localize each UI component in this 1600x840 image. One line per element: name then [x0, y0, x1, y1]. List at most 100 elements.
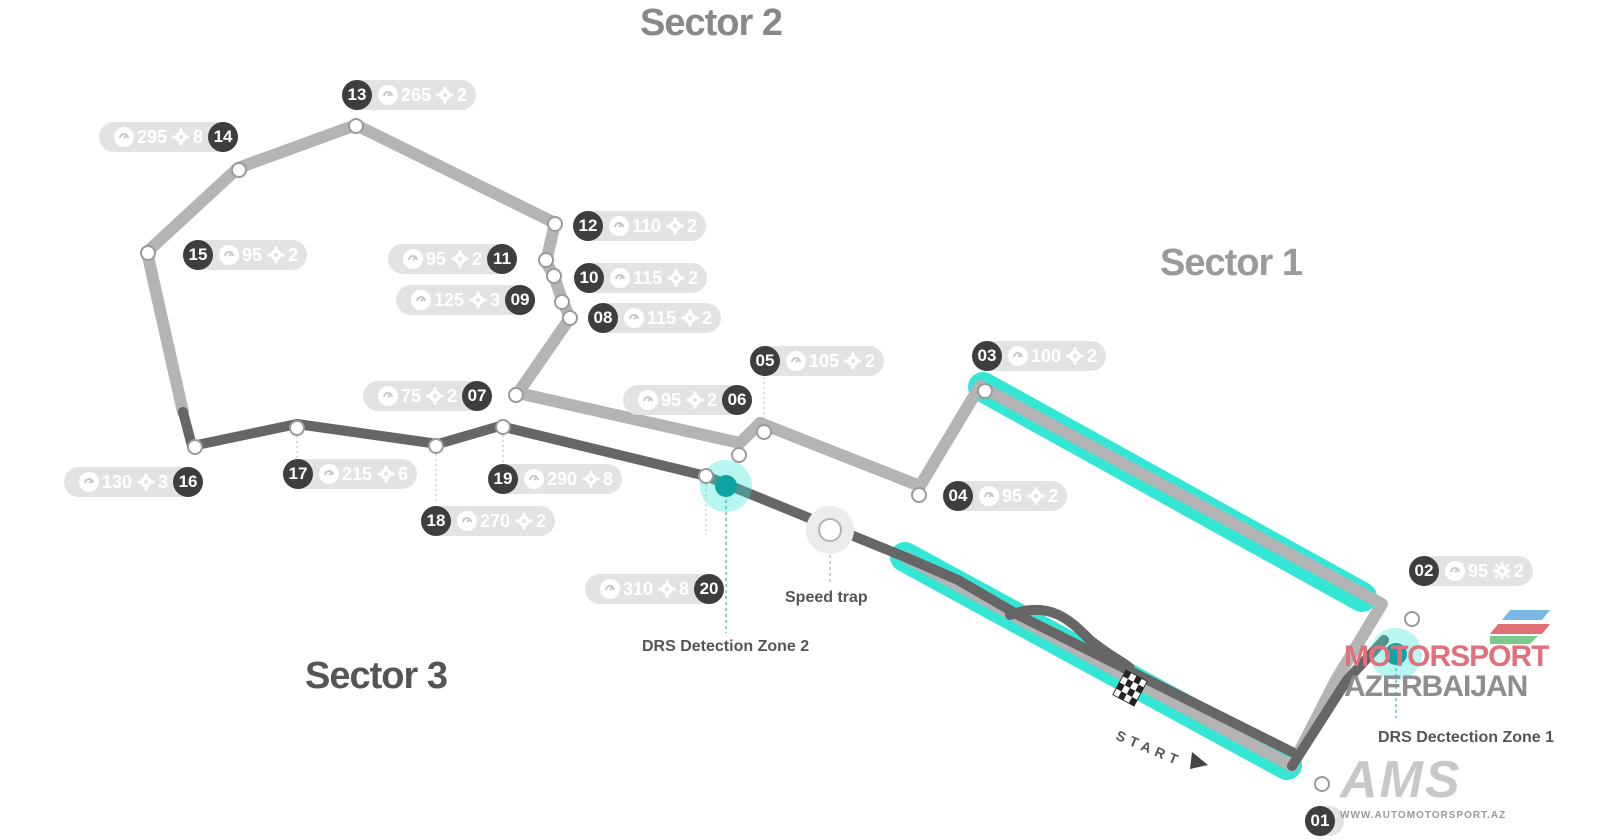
turn-number: 10 [574, 263, 604, 293]
turn-12-label: 12 110 2 [573, 211, 707, 241]
speed-icon [114, 127, 134, 147]
turn-number: 14 [208, 122, 239, 152]
turn-19-label: 19 290 8 [488, 464, 623, 494]
turn-number: 02 [1409, 556, 1439, 586]
motorsport-azerbaijan-logo: MOTORSPORT AZERBAIJAN AMS WWW.AUTOMOTORS… [1340, 610, 1590, 835]
turn-gear: 2 [457, 84, 468, 105]
speed-icon [1445, 561, 1465, 581]
speed-icon [378, 386, 398, 406]
speed-icon [378, 85, 398, 105]
logo-line-1: MOTORSPORT [1344, 640, 1549, 673]
gear-icon [451, 250, 469, 268]
drs-detection-zone-1-caption: DRS Dectection Zone 1 [1378, 729, 1555, 746]
turn-number: 08 [588, 303, 618, 333]
turn-number: 09 [505, 285, 536, 315]
checkered-flag-icon [1112, 669, 1148, 707]
turn-speed: 95 [242, 244, 263, 265]
turn-06-label: 95 2 06 [623, 385, 753, 415]
turn-number: 18 [421, 506, 451, 536]
turn-gear: 2 [1087, 345, 1098, 366]
turn-gear: 8 [603, 468, 614, 489]
turn-gear: 2 [687, 215, 698, 236]
gear-icon [377, 465, 395, 483]
turn-09-label: 125 3 09 [396, 285, 536, 315]
turn-number: 19 [488, 464, 518, 494]
turn-20-label: 310 8 20 [585, 574, 725, 604]
turn-number: 01 [1305, 806, 1335, 836]
turn-number: 16 [173, 467, 204, 497]
turn-gear: 2 [288, 244, 299, 265]
turn-01-label: 01 [1305, 806, 1344, 836]
speed-icon [600, 579, 620, 599]
turn-number: 07 [462, 381, 493, 411]
turn-18-label: 18 270 2 [421, 506, 556, 536]
turn-10-label: 10 115 2 [574, 263, 708, 293]
turn-number: 11 [487, 244, 518, 274]
speed-icon [624, 308, 644, 328]
turn-speed: 290 [547, 468, 578, 489]
speed-trap-marker [806, 506, 854, 584]
drs-detection-zone-1-marker [1370, 628, 1422, 718]
turn-08-label: 08 115 2 [588, 303, 722, 333]
turn-speed: 115 [647, 307, 677, 328]
gear-icon [469, 291, 487, 309]
turn-17-label: 17 215 6 [283, 459, 418, 489]
logo-line-2: AZERBAIJAN [1344, 670, 1528, 703]
speed-icon [979, 486, 999, 506]
turn-14-label: 295 8 14 [99, 122, 239, 152]
turn-speed: 115 [633, 267, 663, 288]
speed-icon [524, 469, 544, 489]
turn-gear: 3 [158, 471, 169, 492]
speed-icon [786, 351, 806, 371]
gear-icon [844, 352, 862, 370]
turn-speed: 95 [1002, 485, 1023, 506]
drs-detection-zone-2-caption: DRS Detection Zone 2 [642, 638, 810, 655]
speed-icon [1008, 346, 1028, 366]
turn-number: 03 [972, 341, 1002, 371]
gear-icon [267, 246, 285, 264]
turn-04-label: 04 95 2 [943, 481, 1068, 511]
track-dark [178, 407, 1389, 771]
turn-07-label: 75 2 07 [363, 381, 493, 411]
turn-number: 06 [722, 385, 753, 415]
turn-speed: 125 [434, 289, 465, 310]
gear-icon [1066, 347, 1084, 365]
turn-gear: 2 [865, 350, 876, 371]
gear-icon [681, 309, 699, 327]
speed-icon [610, 268, 630, 288]
speed-icon [457, 511, 477, 531]
turn-gear: 8 [679, 578, 690, 599]
turn-speed: 265 [401, 84, 432, 105]
turn-gear: 2 [1048, 485, 1059, 506]
speed-trap-caption: Speed trap [785, 589, 868, 606]
logo-stripes [1490, 610, 1550, 644]
turn-speed: 110 [632, 215, 662, 236]
sector-3-label: Sector 3 [305, 655, 448, 697]
gear-icon [137, 473, 155, 491]
turn-number: 12 [573, 211, 603, 241]
turn-gear: 2 [472, 248, 483, 269]
turn-speed: 95 [1468, 560, 1489, 581]
turn-speed: 270 [480, 510, 511, 531]
turn-gear: 6 [398, 463, 409, 484]
gear-icon [686, 391, 704, 409]
drs-zones [890, 372, 1377, 780]
gear-icon [667, 269, 685, 287]
turn-number: 05 [750, 346, 780, 376]
speed-icon [319, 464, 339, 484]
speed-icon [411, 290, 431, 310]
turn-05-label: 05 105 2 [750, 346, 885, 376]
corner-points [140, 118, 1420, 792]
speed-icon [609, 216, 629, 236]
gear-icon [426, 387, 444, 405]
turn-number: 13 [342, 80, 372, 110]
sector-2-label: Sector 2 [640, 2, 783, 44]
turn-number: 15 [183, 240, 213, 270]
logo-url: WWW.AUTOMOTORSPORT.AZ [1340, 810, 1507, 821]
turn-gear: 2 [536, 510, 547, 531]
speed-icon [79, 472, 99, 492]
turn-gear: 2 [688, 267, 699, 288]
speed-icon [403, 249, 423, 269]
turn-gear: 2 [707, 389, 718, 410]
